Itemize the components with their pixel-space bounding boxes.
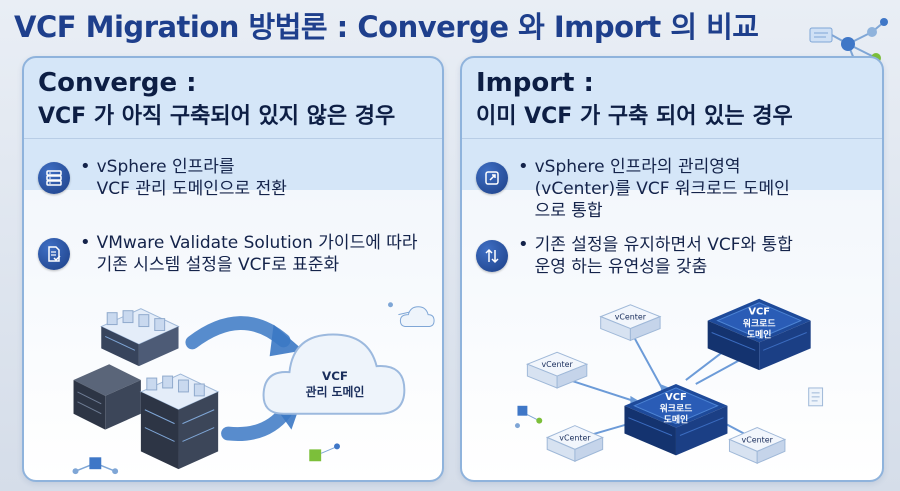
domain-label: 도메인 <box>664 414 689 426</box>
vcenter-box: vCenter <box>599 304 662 342</box>
header-divider <box>462 138 882 139</box>
bullet-line: 으로 통합 <box>534 201 603 221</box>
converge-illustration: VCF 관리 도메인 <box>72 302 435 475</box>
vcenter-box: vCenter <box>545 425 604 463</box>
bullet-line: 기존 시스템 설정을 VCF로 표준화 <box>96 255 340 275</box>
import-bullet-2: • 기존 설정을 유지하면서 VCF와 통합 운영 하는 유연성을 갖춤 <box>476 234 872 278</box>
cloud-icon: VCF 관리 도메인 <box>262 333 406 415</box>
server-rack-icon <box>100 308 180 367</box>
workload-domain-box: VCF 워크로드 도메인 <box>707 298 811 371</box>
converge-subheading: VCF 가 아직 구축되어 있지 않은 경우 <box>38 104 396 129</box>
network-node-icon <box>514 405 543 429</box>
domain-label: 도메인 <box>747 328 772 340</box>
vcenter-label: vCenter <box>559 433 591 442</box>
bullet-line: vSphere 인프라의 관리영역 <box>534 157 741 177</box>
external-link-icon <box>476 162 508 194</box>
converge-header: Converge : VCF 가 아직 구축되어 있지 않은 경우 <box>24 58 442 140</box>
server-rack-icon <box>139 373 220 470</box>
bullet-line: 운영 하는 유연성을 갖춤 <box>534 257 708 277</box>
workload-domain-box: VCF 워크로드 도메인 <box>624 384 728 456</box>
bullet-line: 기존 설정을 유지하면서 VCF와 통합 <box>534 235 793 255</box>
vcenter-box: vCenter <box>728 427 787 464</box>
domain-label: 워크로드 <box>743 318 776 330</box>
vcenter-label: vCenter <box>541 360 573 369</box>
cube-icon <box>309 443 340 462</box>
import-header: Import : 이미 VCF 가 구축 되어 있는 경우 <box>462 58 882 140</box>
domain-label: 워크로드 <box>660 403 693 415</box>
import-subheading: 이미 VCF 가 구축 되어 있는 경우 <box>476 104 793 129</box>
converge-bullet-1: • vSphere 인프라를 VCF 관리 도메인으로 전환 <box>38 156 432 200</box>
server-icon <box>73 364 141 430</box>
domain-label: VCF <box>665 392 687 403</box>
arrow-icon <box>221 404 293 441</box>
domain-label: VCF <box>748 307 770 318</box>
bullet-line: VCF 관리 도메인으로 전환 <box>96 179 287 199</box>
converge-heading: Converge : <box>38 68 197 98</box>
bullet-line: VMware Validate Solution 가이드에 따라 <box>96 233 418 253</box>
sync-arrows-icon <box>476 240 508 272</box>
server-icon <box>38 162 70 194</box>
arrow-icon <box>185 316 291 350</box>
vcenter-label: vCenter <box>742 435 774 444</box>
cloud-network-icon <box>388 302 435 328</box>
network-node-icon <box>72 457 119 475</box>
import-panel: Import : 이미 VCF 가 구축 되어 있는 경우 • vSphere … <box>460 56 884 482</box>
page-title: VCF Migration 방법론 : Converge 와 Import 의 … <box>14 10 759 44</box>
document-icon <box>808 387 824 407</box>
import-illustration: vCenter vCenter vCenter vCenter <box>514 298 824 464</box>
cloud-label: VCF <box>322 369 348 383</box>
vcenter-label: vCenter <box>615 313 647 322</box>
header-divider <box>24 138 442 139</box>
import-heading: Import : <box>476 68 594 98</box>
vcenter-box: vCenter <box>526 351 589 389</box>
document-check-icon <box>38 238 70 270</box>
cloud-label: 관리 도메인 <box>306 385 365 399</box>
converge-bullet-2: • VMware Validate Solution 가이드에 따라 기존 시스… <box>38 232 432 276</box>
bullet-line: vSphere 인프라를 <box>96 157 235 177</box>
import-bullet-1: • vSphere 인프라의 관리영역 (vCenter)를 VCF 워크로드 … <box>476 156 872 222</box>
converge-panel: Converge : VCF 가 아직 구축되어 있지 않은 경우 • vSph… <box>22 56 444 482</box>
bullet-line: (vCenter)를 VCF 워크로드 도메인 <box>534 179 790 199</box>
